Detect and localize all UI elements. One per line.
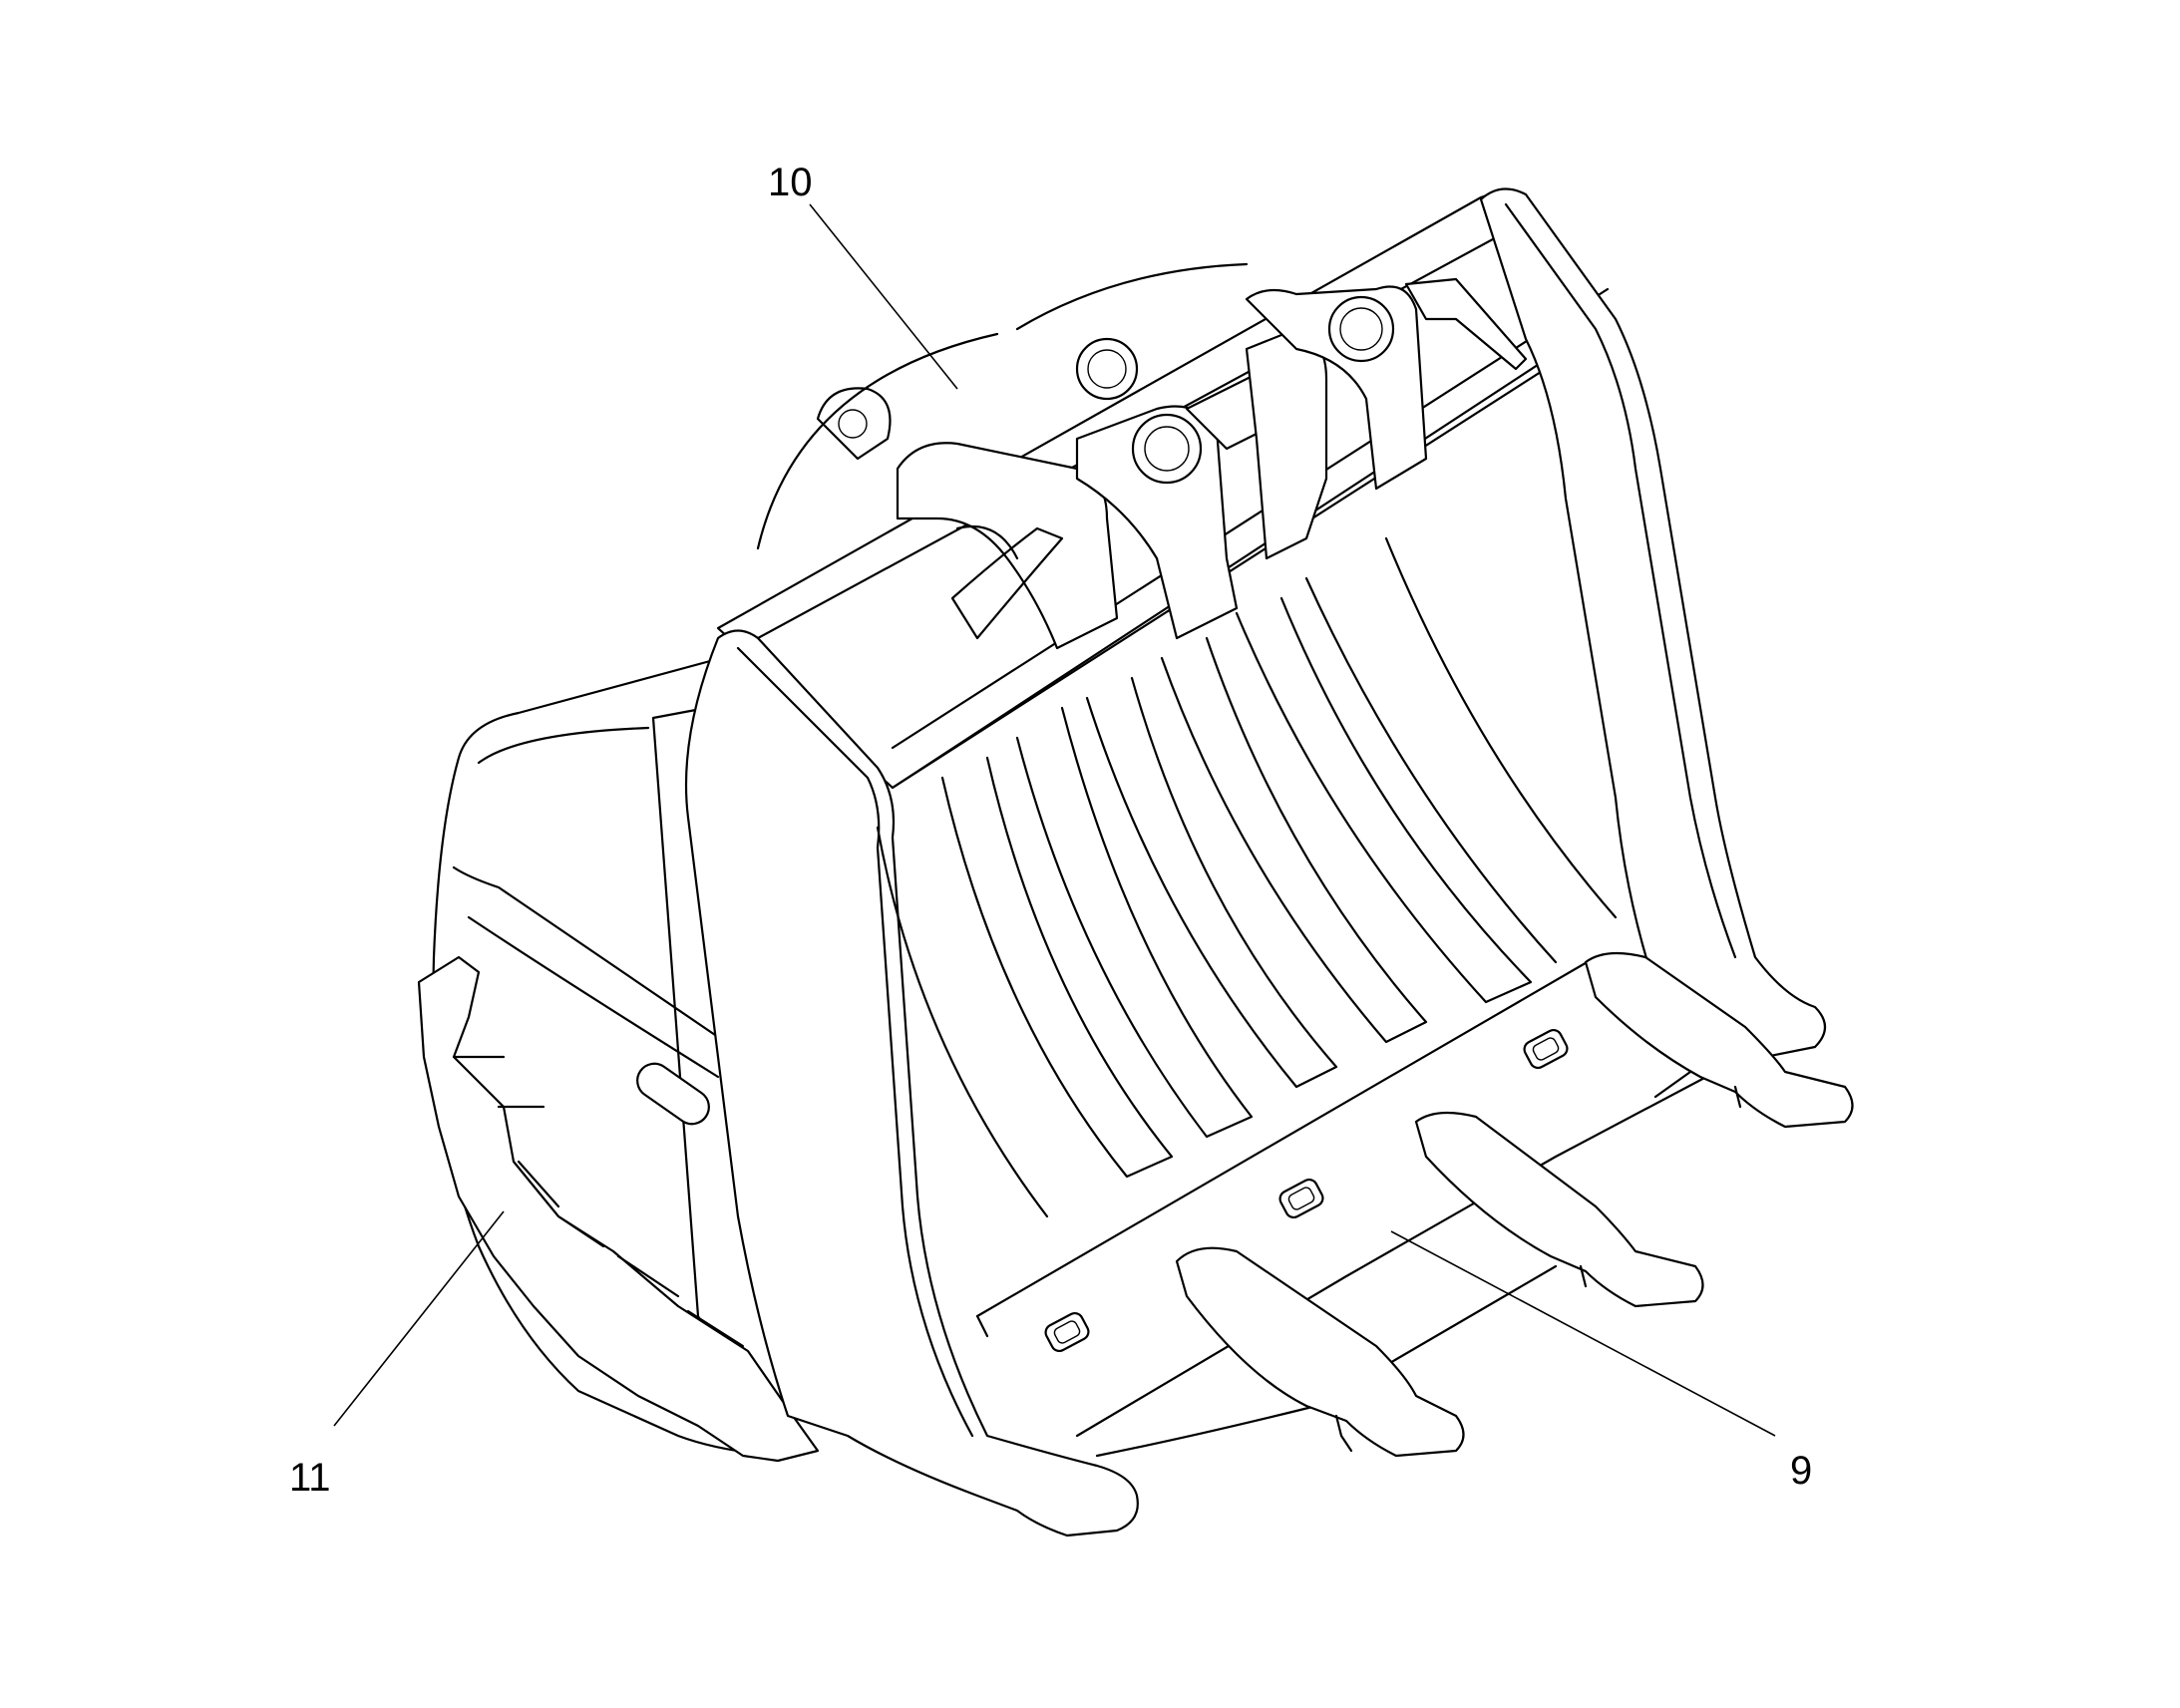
interior-ribs <box>876 536 1618 1218</box>
pin-bosses <box>756 262 1528 650</box>
leader-line-9 <box>1390 1230 1776 1437</box>
bucket-teeth <box>1175 951 1854 1458</box>
leader-line-10 <box>809 203 958 390</box>
callout-10: 10 <box>768 161 813 204</box>
front-left-side-plate <box>684 629 1139 1537</box>
leader-line-11 <box>333 1210 505 1427</box>
callout-11: 11 <box>289 1456 331 1500</box>
callout-9: 9 <box>1790 1449 1812 1493</box>
side-cutter <box>417 955 820 1463</box>
floor-adapter-holes <box>1044 1028 1569 1353</box>
leader-lines <box>333 203 1776 1437</box>
right-side-plate <box>1479 187 1827 1059</box>
